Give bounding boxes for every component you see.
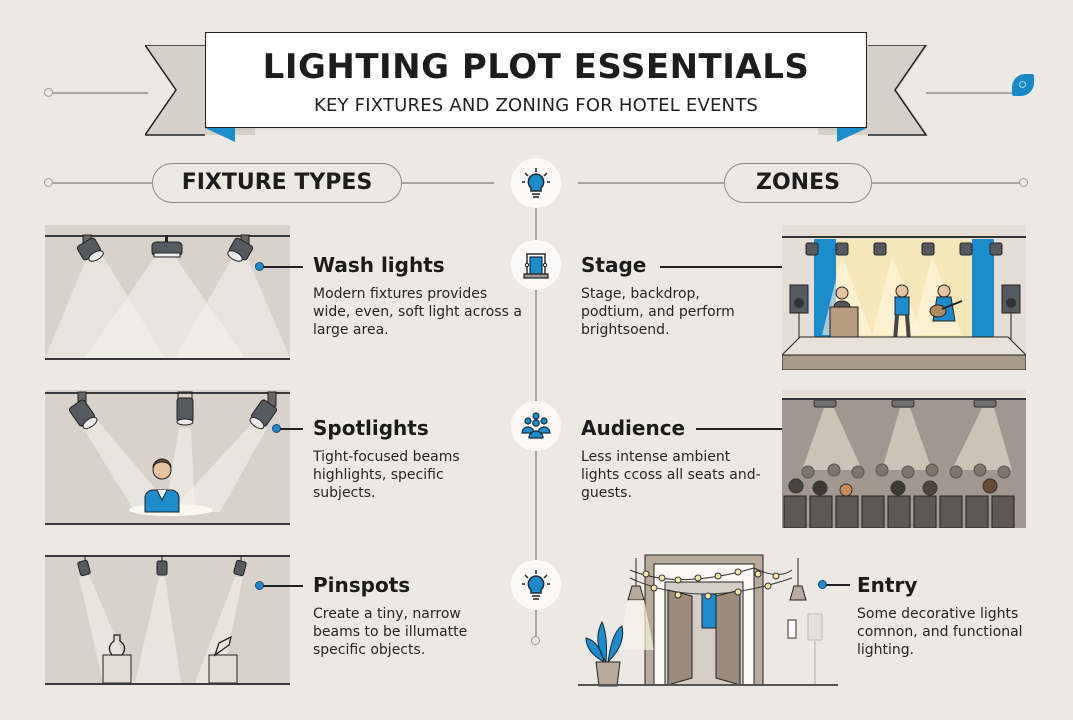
pendant-lamp-icon — [627, 585, 645, 601]
floor-line — [45, 358, 290, 360]
section-left-rule — [52, 182, 152, 184]
wash-lights-title: Wash lights — [313, 253, 445, 277]
entry-illustration — [578, 550, 838, 690]
ribbon-outline — [145, 45, 205, 136]
spotlights-description: Tight-focused beams highlights, specific… — [313, 449, 460, 501]
leaf-icon — [1012, 74, 1034, 96]
audience-title: Audience — [581, 416, 686, 440]
stage-title: Stage — [581, 253, 647, 277]
header-right-rule — [926, 92, 1018, 94]
pinspots-description: Create a tiny, narrow beams to be illuma… — [313, 606, 468, 658]
timeline-end-node — [531, 636, 540, 645]
section-right-rule — [578, 182, 724, 184]
door-right — [715, 589, 741, 686]
person-icon — [144, 458, 180, 513]
wash-fixture-icon — [76, 234, 104, 262]
entry-title: Entry — [857, 573, 918, 597]
floor-line — [45, 523, 290, 525]
section-right-rule-2 — [872, 182, 1020, 184]
ribbon-outline-right — [868, 45, 928, 136]
spotlights-illustration — [45, 390, 290, 525]
fixture-types-heading: FIXTURE TYPES — [152, 163, 402, 203]
lightbulb-icon — [522, 570, 550, 600]
lightbulb-badge-bottom — [511, 560, 561, 610]
pinspots-illustration — [45, 555, 290, 685]
audience-illustration — [782, 390, 1026, 528]
entry-connector — [826, 584, 850, 586]
audience-connector — [696, 428, 792, 430]
stage-description: Stage, backdrop, podtium, and perform br… — [581, 286, 735, 338]
entry-description: Some decorative lights comnon, and funct… — [857, 606, 1023, 658]
lightbulb-badge-top — [511, 158, 561, 208]
banner-fold-left — [205, 128, 235, 142]
audience-icon — [521, 412, 551, 439]
audience-description: Less intense ambient lights ccoss all se… — [581, 449, 761, 501]
plant-icon — [585, 620, 624, 664]
pendant-lamp-icon — [789, 585, 807, 601]
page-subtitle: KEY FIXTURES AND ZONING FOR HOTEL EVENTS — [313, 95, 759, 116]
pinspots-title: Pinspots — [313, 573, 411, 597]
stage-illustration — [782, 225, 1026, 370]
stage-icon — [523, 253, 549, 279]
banner-fold-right — [837, 128, 867, 142]
spotlights-title: Spotlights — [313, 416, 429, 440]
title-banner: LIGHTING PLOT ESSENTIALS KEY FIXTURES AN… — [205, 32, 867, 128]
lightbulb-icon — [522, 168, 550, 198]
wash-lights-description: Modern fixtures provides wide, even, sof… — [313, 286, 522, 338]
ceiling-line — [45, 392, 290, 394]
audience-badge — [511, 401, 561, 451]
page-title: LIGHTING PLOT ESSENTIALS — [262, 47, 810, 87]
section-left-rule-2 — [402, 182, 494, 184]
wash-lights-illustration — [45, 225, 290, 360]
vase-icon — [108, 634, 126, 656]
sculpture-icon — [213, 635, 232, 657]
zones-heading: ZONES — [724, 163, 872, 203]
section-right-node — [1019, 178, 1028, 187]
stage-connector — [660, 266, 792, 268]
floor-line — [45, 683, 290, 685]
pinspots-connector — [263, 585, 303, 587]
spotlights-connector — [280, 428, 303, 430]
ceiling-line — [45, 555, 290, 557]
header-left-rule — [50, 92, 148, 94]
header-left-node — [44, 88, 53, 97]
wash-lights-connector — [263, 266, 303, 268]
door-left — [667, 589, 693, 686]
stage-badge — [511, 240, 561, 290]
